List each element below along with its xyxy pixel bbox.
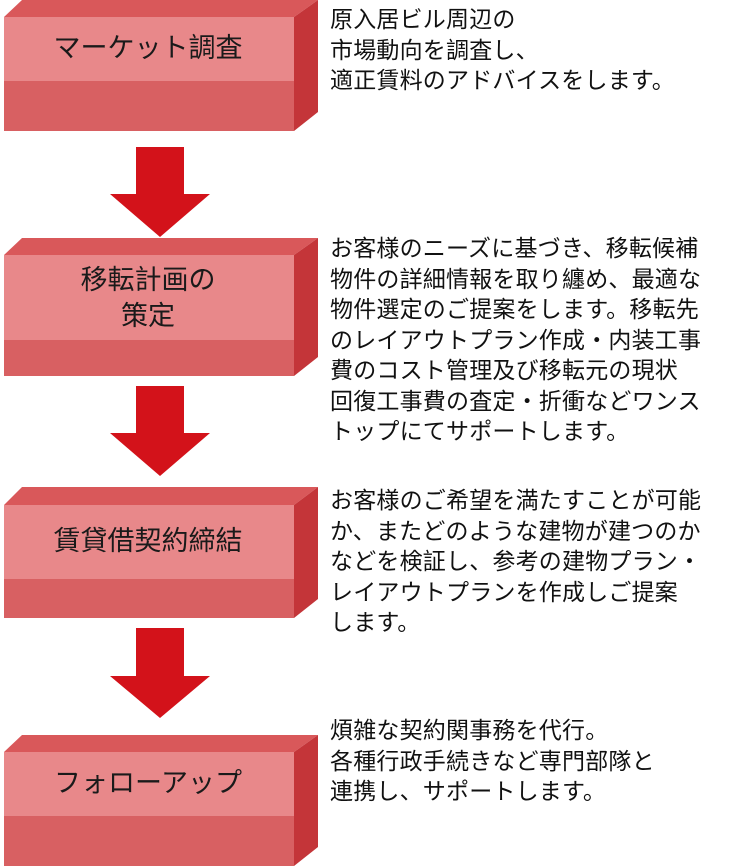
step-box-4-front <box>4 752 294 816</box>
step-title-4: フォローアップ <box>54 768 242 799</box>
step-box-1-bottom <box>4 81 294 131</box>
arrow-3 <box>110 628 210 718</box>
step-box-3-front <box>4 505 294 579</box>
step-description-4: 煩雑な契約関事務を代行。 各種行政手続きなど専門部隊と 連携し、サポートします。 <box>330 718 655 805</box>
arrow-2 <box>110 386 210 476</box>
arrow-1 <box>110 147 210 237</box>
step-title-1: マーケット調査 <box>53 33 243 64</box>
step-box-4-top <box>4 735 318 752</box>
step-box-2 <box>4 238 318 376</box>
step-box-3-bottom <box>4 579 294 618</box>
step-box-2-top <box>4 238 318 255</box>
step-title-3: 賃貸借契約締結 <box>53 526 243 557</box>
step-box-4 <box>4 735 318 866</box>
step-box-1 <box>4 0 318 131</box>
step-description-3: お客様のご希望を満たすことが可能 か、またどのような建物が建つのか などを検証し… <box>330 488 702 636</box>
step-box-3 <box>4 487 318 618</box>
step-box-3-side <box>294 487 318 618</box>
step-description-2: お客様のニーズに基づき、移転候補 物件の詳細情報を取り纏め、最適な 物件選定のご… <box>330 236 702 445</box>
step-box-1-top <box>4 0 318 17</box>
step-title-2: 移転計画の 策定 <box>80 265 216 332</box>
step-box-1-side <box>294 0 318 131</box>
step-box-2-front <box>4 255 294 340</box>
step-box-2-side <box>294 238 318 376</box>
step-box-2-bottom <box>4 340 294 376</box>
step-box-3-top <box>4 487 318 505</box>
step-description-1: 原入居ビル周辺の 市場動向を調査し、 適正賃料のアドバイスをします。 <box>330 7 676 94</box>
step-box-4-side <box>294 735 318 866</box>
step-box-1-front <box>4 17 294 81</box>
step-box-4-bottom <box>4 816 294 866</box>
